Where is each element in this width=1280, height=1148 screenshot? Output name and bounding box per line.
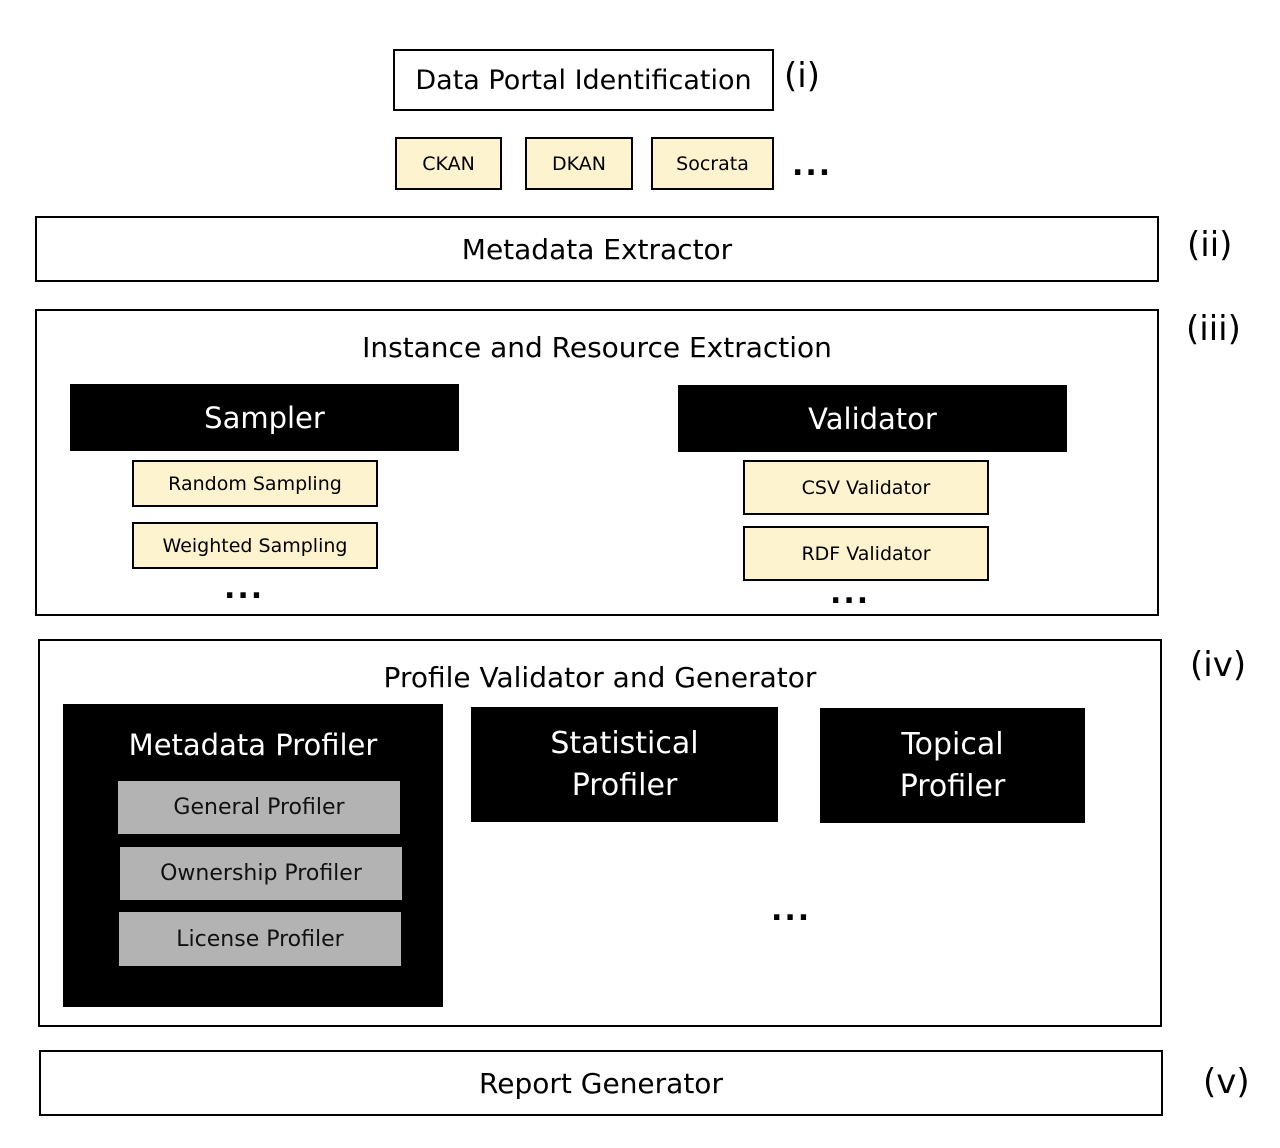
instance-resource-extraction-title: Instance and Resource Extraction	[362, 330, 832, 364]
portals-more-ellipsis: ...	[792, 148, 833, 183]
random-sampling-box: Random Sampling	[132, 460, 378, 507]
stage-ii-label: (ii)	[1187, 225, 1233, 265]
csv-validator-box: CSV Validator	[743, 460, 989, 515]
metadata-extractor-title: Metadata Extractor	[461, 232, 733, 266]
ownership-profiler-label: Ownership Profiler	[160, 861, 362, 886]
license-profiler-label: License Profiler	[176, 926, 344, 952]
statistical-profiler-line1: Statistical	[550, 725, 699, 761]
portal-dkan-label: DKAN	[552, 152, 606, 175]
general-profiler-box: General Profiler	[118, 781, 400, 834]
data-portal-identification-title: Data Portal Identification	[415, 64, 752, 96]
license-profiler-box: License Profiler	[119, 912, 401, 966]
validator-title: Validator	[808, 401, 937, 436]
portal-ckan-label: CKAN	[422, 152, 475, 175]
validator-box: Validator	[678, 385, 1067, 452]
topical-profiler-box: Topical Profiler	[820, 708, 1085, 823]
rdf-validator-box: RDF Validator	[743, 526, 989, 581]
random-sampling-label: Random Sampling	[168, 472, 342, 495]
weighted-sampling-label: Weighted Sampling	[162, 534, 348, 557]
portal-socrata: Socrata	[651, 137, 774, 190]
topical-profiler-line1: Topical	[901, 726, 1004, 762]
stage-iv-label: (iv)	[1190, 645, 1247, 685]
statistical-profiler-box: Statistical Profiler	[471, 707, 778, 822]
profile-validator-generator-title: Profile Validator and Generator	[383, 660, 817, 694]
portal-ckan: CKAN	[395, 137, 502, 190]
ownership-profiler-box: Ownership Profiler	[120, 847, 402, 900]
portal-dkan: DKAN	[525, 137, 633, 190]
general-profiler-label: General Profiler	[173, 795, 345, 820]
topical-profiler-line2: Profiler	[899, 768, 1006, 804]
sampler-more-ellipsis: ...	[224, 571, 265, 606]
stage-iii-label: (iii)	[1186, 309, 1241, 349]
portal-socrata-label: Socrata	[676, 152, 749, 175]
data-portal-identification-box: Data Portal Identification	[393, 49, 774, 111]
report-generator-box: Report Generator	[39, 1050, 1163, 1116]
stage-i-label: (i)	[784, 56, 820, 96]
profilers-more-ellipsis: ...	[771, 893, 812, 928]
report-generator-title: Report Generator	[479, 1066, 723, 1100]
sampler-box: Sampler	[70, 384, 459, 451]
rdf-validator-label: RDF Validator	[801, 542, 931, 565]
weighted-sampling-box: Weighted Sampling	[132, 522, 378, 569]
statistical-profiler-line2: Profiler	[571, 767, 678, 803]
metadata-extractor-box: Metadata Extractor	[35, 216, 1159, 282]
validator-more-ellipsis: ...	[830, 576, 871, 611]
metadata-profiler-title: Metadata Profiler	[128, 728, 378, 762]
sampler-title: Sampler	[204, 400, 325, 435]
stage-v-label: (v)	[1203, 1062, 1250, 1102]
csv-validator-label: CSV Validator	[801, 476, 931, 499]
